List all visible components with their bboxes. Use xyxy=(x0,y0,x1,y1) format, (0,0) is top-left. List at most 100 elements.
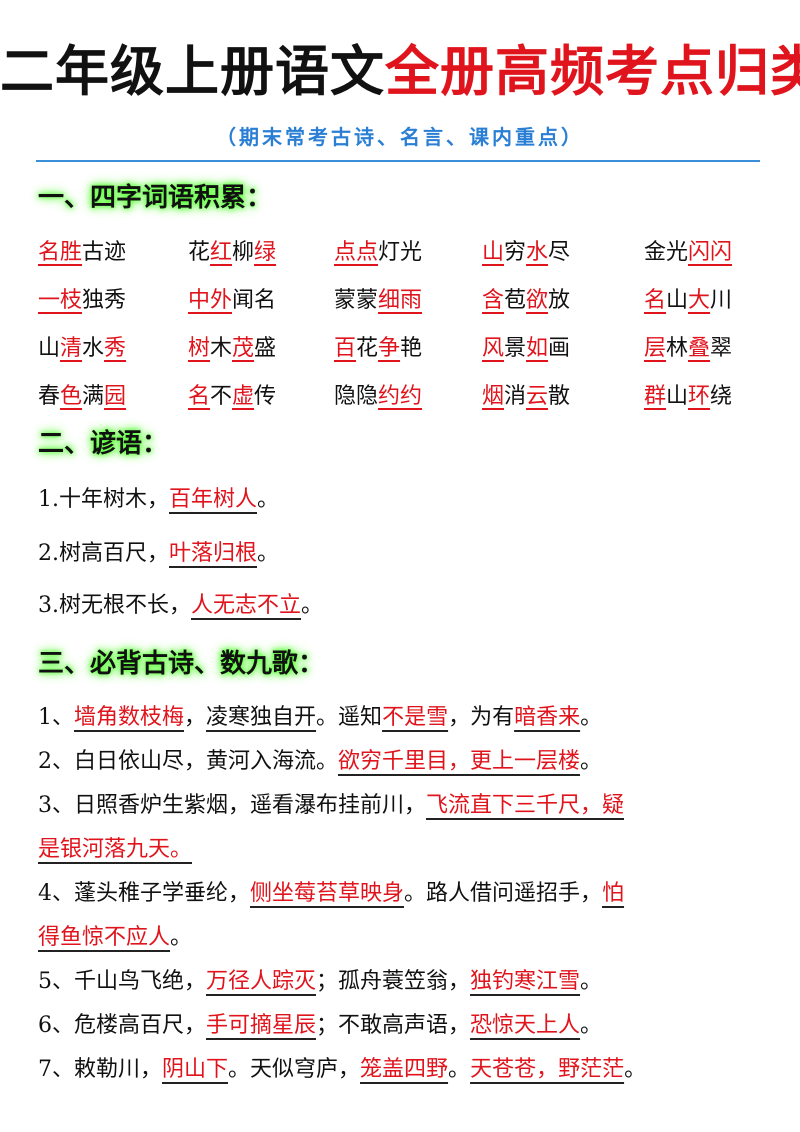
idiom-item: 隐隐约约 xyxy=(334,377,422,417)
idiom-chars: 放 xyxy=(548,288,571,313)
poem-text: 。 xyxy=(580,705,603,730)
proverb-text: 。 xyxy=(257,541,280,566)
idiom-chars: 蒙蒙 xyxy=(334,288,379,313)
poem-answer: 阴山下 xyxy=(162,1057,229,1082)
idiom-key-chars: 色 xyxy=(60,384,83,409)
idiom-chars: 灯光 xyxy=(378,240,423,265)
poem-answer: 恐惊天上人 xyxy=(470,1013,581,1038)
poem-line: 2、白日依山尽，黄河入海流。欲穷千里目，更上一层楼。 xyxy=(38,740,764,784)
idiom-key-chars: 百 xyxy=(334,336,357,361)
idiom-key-chars: 细雨 xyxy=(378,288,423,313)
idiom-key-chars: 争 xyxy=(378,336,401,361)
idiom-chars: 画 xyxy=(548,336,571,361)
poem-text: 3、日照香炉生紫烟，遥看瀑布挂前川， xyxy=(38,793,426,818)
idiom-row: 春色满园名不虚传隐隐约约烟消云散群山环绕 xyxy=(38,377,768,425)
section-heading-idioms: 一、四字词语积累： xyxy=(38,183,273,213)
idiom-item: 含苞欲放 xyxy=(482,281,570,321)
idiom-chars: 穷 xyxy=(504,240,527,265)
idiom-chars: 独秀 xyxy=(82,288,127,313)
idiom-chars: 隐隐 xyxy=(334,384,379,409)
idiom-row: 一枝独秀 中外闻名 蒙蒙细雨 含苞欲放 名山大川 xyxy=(38,281,768,329)
idiom-key-chars: 一枝 xyxy=(38,288,83,313)
poem-answer: 怕 xyxy=(602,881,625,906)
idiom-chars: 散 xyxy=(548,384,571,409)
idiom-key-chars: 叠 xyxy=(688,336,711,361)
idiom-key-chars: 名 xyxy=(188,384,211,409)
idiom-key-chars: 群 xyxy=(644,384,667,409)
poem-answer: 侧坐莓苔草映身 xyxy=(250,881,405,906)
idiom-key-chars: 如 xyxy=(526,336,549,361)
poem-text: ，为有 xyxy=(448,705,515,730)
idiom-chars: 山 xyxy=(666,384,689,409)
poem-line: 是银河落九天。 xyxy=(38,828,764,872)
poem-text: 2、白日依山尽，黄河入海流。 xyxy=(38,749,338,774)
idiom-chars: 花 xyxy=(356,336,379,361)
poem-line: 5、千山鸟飞绝，万径人踪灭；孤舟蓑笠翁，独钓寒江雪。 xyxy=(38,960,764,1004)
poem-text: 。路人借问遥招手， xyxy=(404,881,603,906)
idiom-item: 烟消云散 xyxy=(482,377,570,417)
proverb-answer: 叶落归根 xyxy=(169,541,258,566)
idiom-key-chars: 茂 xyxy=(232,336,255,361)
poem-item: 6、危楼高百尺，手可摘星辰；不敢高声语，恐惊天上人。 xyxy=(38,1004,764,1048)
poem-text: ；不敢高声语， xyxy=(316,1013,471,1038)
idiom-key-chars: 烟 xyxy=(482,384,505,409)
poem-text: 。 xyxy=(580,749,603,774)
proverb-line: 2.树高百尺，叶落归根。 xyxy=(38,536,279,572)
idiom-item: 名山大川 xyxy=(644,281,732,321)
idiom-key-chars: 清 xyxy=(60,336,83,361)
idiom-item: 一枝独秀 xyxy=(38,281,126,321)
idiom-key-chars: 名 xyxy=(644,288,667,313)
page-subtitle: （期末常考古诗、名言、课内重点） xyxy=(216,125,584,149)
poem-text: 7、敕勒川， xyxy=(38,1057,162,1082)
poem-text: 4、蓬头稚子学垂纶， xyxy=(38,881,250,906)
poem-answer: 欲穷千里目，更上一层楼 xyxy=(338,749,581,774)
poem-item: 4、蓬头稚子学垂纶，侧坐莓苔草映身。路人借问遥招手，怕得鱼惊不应人。 xyxy=(38,872,764,960)
idiom-item: 春色满园 xyxy=(38,377,126,417)
idiom-key-chars: 园 xyxy=(104,384,127,409)
poem-item: 2、白日依山尽，黄河入海流。欲穷千里目，更上一层楼。 xyxy=(38,740,764,784)
poem-text: 。 xyxy=(580,1013,603,1038)
poem-line: 6、危楼高百尺，手可摘星辰；不敢高声语，恐惊天上人。 xyxy=(38,1004,764,1048)
idiom-key-chars: 山 xyxy=(482,240,505,265)
poem-answer: 得鱼惊不应人 xyxy=(38,925,171,950)
idiom-chars: 柳 xyxy=(232,240,255,265)
poem-answer: 万径人踪灭 xyxy=(206,969,317,994)
idiom-chars: 林 xyxy=(666,336,689,361)
idiom-key-chars: 含 xyxy=(482,288,505,313)
poem-line: 1、墙角数枝梅，凌寒独自开。遥知不是雪，为有暗香来。 xyxy=(38,696,764,740)
idiom-key-chars: 约约 xyxy=(378,384,423,409)
proverb-line: 3.树无根不长，人无志不立。 xyxy=(38,588,323,624)
idiom-item: 风景如画 xyxy=(482,329,570,369)
idiom-item: 名胜古迹 xyxy=(38,233,126,273)
poem-text: ；孤舟蓑笠翁， xyxy=(316,969,471,994)
section-heading-proverbs: 二、谚语： xyxy=(38,429,169,459)
idiom-chars: 春 xyxy=(38,384,61,409)
poem-answer: 是银河落九天。 xyxy=(38,837,193,862)
poem-text: 6、危楼高百尺， xyxy=(38,1013,206,1038)
idiom-item: 花红柳绿 xyxy=(188,233,276,273)
section-heading-poems: 三、必背古诗、数九歌： xyxy=(38,649,325,679)
poem-text: 。遥知 xyxy=(316,705,383,730)
proverb-answer: 人无志不立 xyxy=(191,593,302,618)
poem-text: 5、千山鸟飞绝， xyxy=(38,969,206,994)
poem-answer: 暗香来 xyxy=(514,705,581,730)
idiom-key-chars: 树 xyxy=(188,336,211,361)
poem-item: 1、墙角数枝梅，凌寒独自开。遥知不是雪，为有暗香来。 xyxy=(38,696,764,740)
idiom-chars: 水 xyxy=(82,336,105,361)
proverb-text: 2.树高百尺， xyxy=(38,541,169,566)
poem-answer: 飞流直下三千尺，疑 xyxy=(426,793,625,818)
idiom-item: 蒙蒙细雨 xyxy=(334,281,422,321)
poem-text: 。 xyxy=(170,925,193,950)
idiom-item: 点点灯光 xyxy=(334,233,422,273)
poem-text: ， xyxy=(184,705,207,730)
poem-answer: 不是雪 xyxy=(382,705,449,730)
idiom-key-chars: 虚 xyxy=(232,384,255,409)
idiom-chars: 木 xyxy=(210,336,233,361)
poem-line: 得鱼惊不应人。 xyxy=(38,916,764,960)
title-divider xyxy=(36,160,760,162)
title-black-part: 二年级上册语文 xyxy=(0,40,385,103)
idiom-chars: 金光 xyxy=(644,240,689,265)
poem-text: 。 xyxy=(624,1057,647,1082)
idiom-item: 中外闻名 xyxy=(188,281,276,321)
proverb-text: 3.树无根不长， xyxy=(38,593,191,618)
